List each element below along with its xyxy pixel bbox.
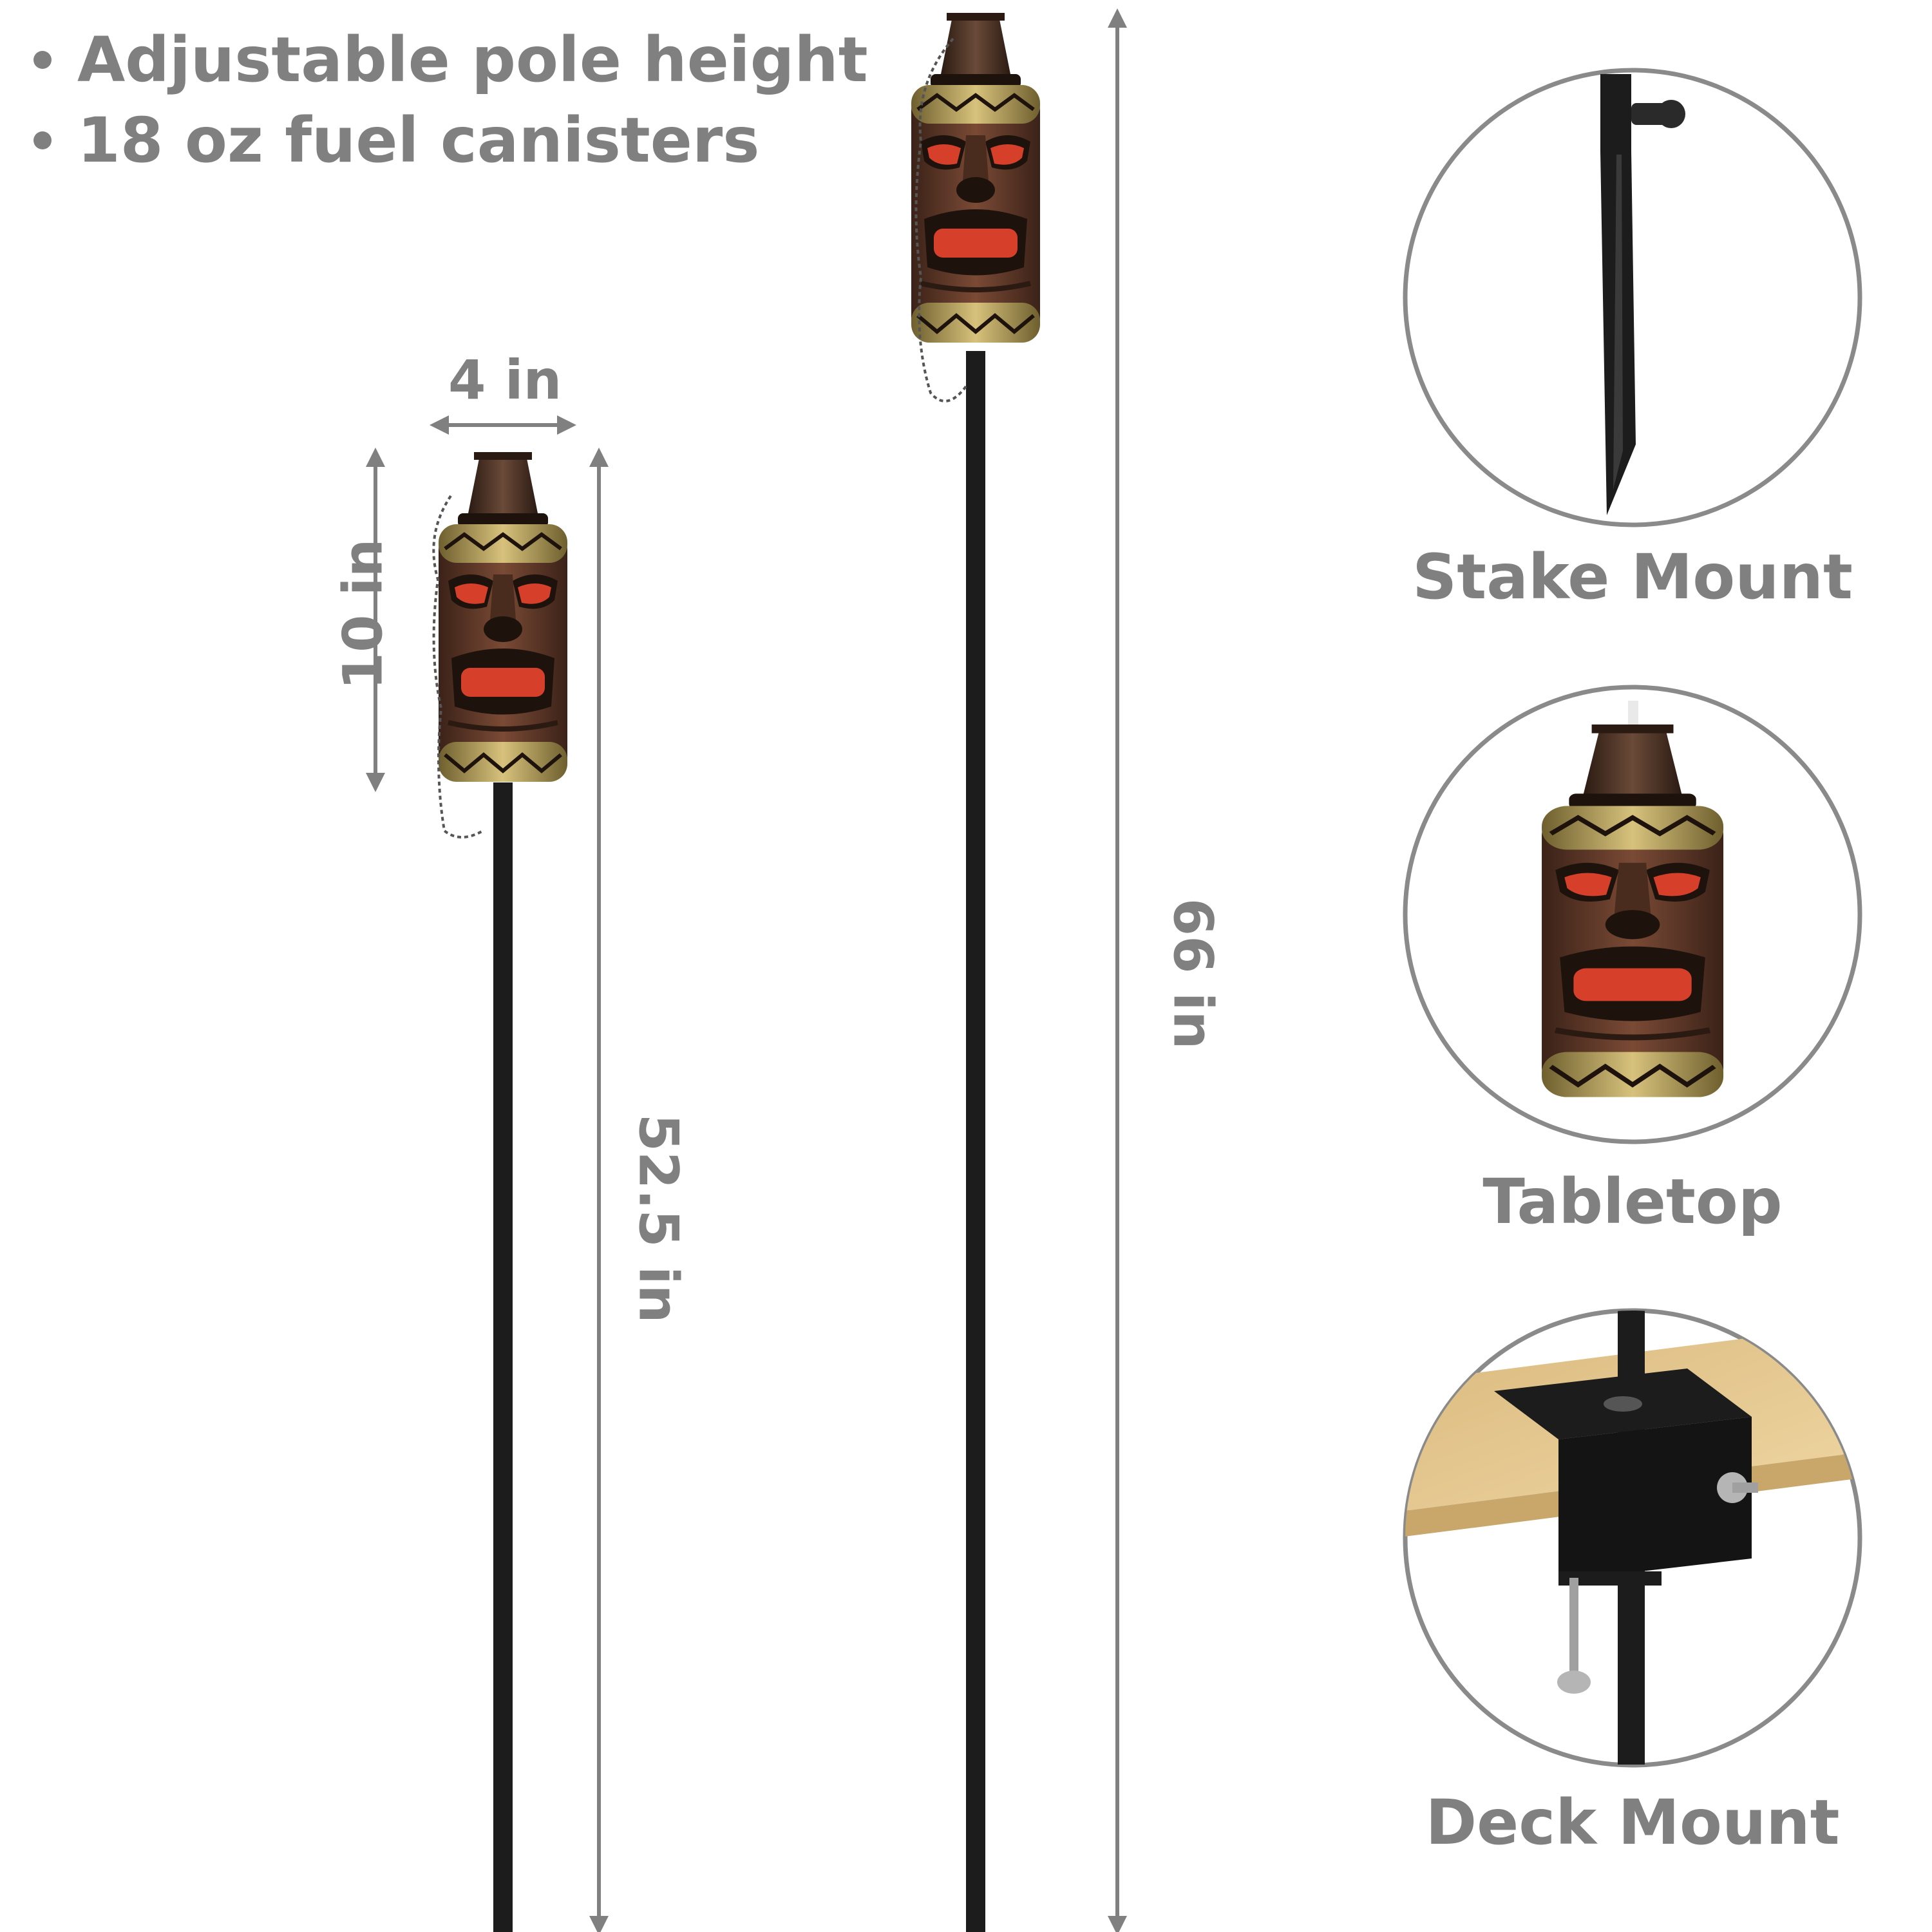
feature-text: Adjustable pole height — [77, 23, 868, 96]
tall-height-label: 66 in — [1161, 898, 1225, 1050]
bullet-icon — [33, 131, 52, 149]
torch-pole — [493, 782, 513, 1932]
canister-height-label: 10 in — [331, 538, 395, 690]
tall-torch — [911, 13, 1040, 1932]
tiki-canister-icon — [911, 13, 1040, 343]
deck-mount-circle — [1403, 1308, 1862, 1768]
bullet-icon — [33, 50, 52, 69]
feature-text: 18 oz fuel canisters — [77, 104, 760, 176]
tiki-canister-icon — [439, 452, 567, 782]
tabletop-circle — [1403, 685, 1862, 1144]
feature-item: Adjustable pole height — [26, 19, 868, 100]
stake-mount-label: Stake Mount — [1412, 541, 1853, 613]
stake-mount-circle — [1403, 68, 1862, 527]
snuffer-chain — [914, 37, 967, 402]
torch-pole — [966, 351, 985, 1932]
feature-item: 18 oz fuel canisters — [26, 100, 868, 180]
deck-clamp-icon — [1405, 1311, 1860, 1765]
feature-list: Adjustable pole height 18 oz fuel canist… — [26, 19, 868, 180]
snuffer-chain — [432, 495, 484, 838]
tabletop-label: Tabletop — [1482, 1166, 1783, 1238]
short-torch — [432, 452, 567, 1932]
tabletop-torch-icon — [1542, 701, 1723, 1097]
short-height-label: 52.5 in — [627, 1113, 690, 1323]
width-label: 4 in — [448, 348, 562, 412]
deck-mount-label: Deck Mount — [1425, 1786, 1840, 1859]
stake-mount-icon — [1600, 74, 1685, 515]
